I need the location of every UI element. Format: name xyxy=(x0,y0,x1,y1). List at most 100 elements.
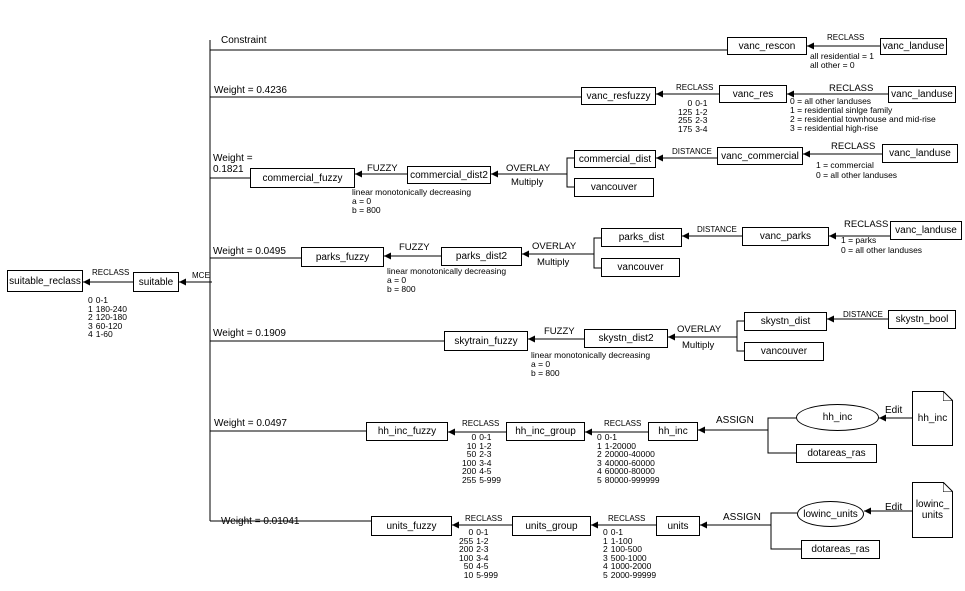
reclass-range: 5-999 xyxy=(476,569,498,580)
reclass-new-value: 0 xyxy=(687,98,693,108)
hh-inc-document: hh_inc xyxy=(912,391,953,446)
parks-fuzzy-param-1: linear monotonically decreasing xyxy=(387,266,507,276)
reclass-range: 80000-999999 xyxy=(604,474,660,485)
reclass-range: 40000-60000 xyxy=(604,457,655,468)
parks-dist2-node: parks_dist2 xyxy=(441,247,522,266)
overlay-op-commercial: OVERLAY xyxy=(506,163,551,174)
parks-landuse-rule-2: 0 = all other landuses xyxy=(841,245,923,255)
vancouver-node-1: vancouver xyxy=(574,178,654,197)
hh-inc-group-node: hh_inc_group xyxy=(506,422,585,441)
reclass-range: 120-180 xyxy=(95,312,127,323)
reclass-new-value: 1 xyxy=(88,303,93,314)
commercial-fuzzy-node: commercial_fuzzy xyxy=(250,168,355,188)
suitable-node: suitable xyxy=(133,272,179,292)
commercial-fuzzy-param-1: linear monotonically decreasing xyxy=(352,187,472,197)
lowinc-units-document-label: lowinc_ units xyxy=(915,499,950,521)
commercial-dist-node: commercial_dist xyxy=(574,150,656,168)
vanc-landuse-node-1: vanc_landuse xyxy=(880,38,947,55)
res-landuse-rule-2: 1 = residential sinlge family xyxy=(790,105,893,115)
reclass-new-value: 3 xyxy=(603,552,608,563)
res-landuse-rule-1: 0 = all other landuses xyxy=(790,96,872,106)
hh-inc-node: hh_inc xyxy=(648,422,698,441)
overlay-skytrain-join xyxy=(736,320,744,352)
fuzzy-op-parks: FUZZY xyxy=(399,242,430,253)
hh-inc-weight-label: Weight = 0.0497 xyxy=(214,418,287,429)
commercial-landuse-rule-1: 1 = commercial xyxy=(816,160,874,170)
mce-op: MCE xyxy=(192,271,210,280)
reclass-new-value: 50 xyxy=(466,449,477,460)
reclass-new-value: 200 xyxy=(459,544,474,555)
res-landuse-rule-4: 3 = residential high-rise xyxy=(790,123,879,133)
vanc-resfuzzy-node: vanc_resfuzzy xyxy=(581,87,656,105)
reclass-range: 3-4 xyxy=(695,123,708,134)
fuzzy-op-commercial: FUZZY xyxy=(367,163,398,174)
units-weight-label: Weight = 0.01041 xyxy=(221,516,300,527)
reclass-new-value: 100 xyxy=(462,457,477,468)
reclass-op-units-group: RECLASS xyxy=(465,514,503,523)
reclass-new-value: 255 xyxy=(459,535,474,546)
units-node: units xyxy=(656,516,700,536)
reclass-new-value: 1 xyxy=(603,535,608,546)
reclass-range: 1-2 xyxy=(476,535,489,546)
multiply-op-skytrain: Multiply xyxy=(682,340,715,351)
lowinc-units-attribute-ellipse: lowinc_units xyxy=(797,501,864,527)
reclass-op-final: RECLASS xyxy=(92,268,130,277)
commercial-fuzzy-param-3: b = 800 xyxy=(352,205,381,215)
units-fuzzy-node: units_fuzzy xyxy=(371,516,452,536)
reclass-range: 0-1 xyxy=(479,432,492,442)
reclass-range: 5-999 xyxy=(479,474,501,485)
skytrain-fuzzy-param-3: b = 800 xyxy=(531,368,560,378)
reclass-op-res-landuse: RECLASS xyxy=(829,83,874,94)
reclass-new-value: 3 xyxy=(88,320,93,331)
reclass-new-value: 0 xyxy=(88,295,93,305)
dotareas-ras-node-2: dotareas_ras xyxy=(801,540,880,559)
edit-op-units: Edit xyxy=(885,502,903,513)
reclass-new-value: 0 xyxy=(603,527,608,537)
edit-op-hh-inc: Edit xyxy=(885,405,903,416)
vanc-res-node: vanc_res xyxy=(719,85,787,103)
skytrain-weight-label: Weight = 0.1909 xyxy=(213,328,286,339)
reclass-range: 2-3 xyxy=(479,449,492,460)
reclass-range: 1-20000 xyxy=(604,440,636,451)
reclass-new-value: 125 xyxy=(678,106,693,117)
vanc-landuse-node-4: vanc_landuse xyxy=(890,221,962,240)
residential-weight-label: Weight = 0.4236 xyxy=(214,85,287,96)
vancouver-node-2: vancouver xyxy=(601,258,680,277)
reclass-new-value: 10 xyxy=(466,440,477,451)
constraint-label: Constraint xyxy=(221,35,267,46)
reclass-new-value: 0 xyxy=(468,527,474,537)
hh-inc-document-label: hh_inc xyxy=(917,413,948,424)
reclass-range: 0-1 xyxy=(604,432,618,442)
reclass-new-value: 0 xyxy=(471,432,477,442)
dotareas-ras-node-1: dotareas_ras xyxy=(796,444,877,463)
reclass-range: 0-1 xyxy=(695,98,708,108)
skystn-bool-node: skystn_bool xyxy=(888,310,956,329)
parks-fuzzy-node: parks_fuzzy xyxy=(301,247,384,267)
parks-dist-node: parks_dist xyxy=(601,228,682,247)
skystn-dist2-node: skystn_dist2 xyxy=(584,329,668,348)
fuzzy-op-skytrain: FUZZY xyxy=(544,326,575,337)
reclass-range: 1000-2000 xyxy=(610,561,652,572)
reclass-range: 4-5 xyxy=(476,561,489,572)
assign-hh-join xyxy=(767,417,796,454)
reclass-new-value: 5 xyxy=(603,569,608,580)
